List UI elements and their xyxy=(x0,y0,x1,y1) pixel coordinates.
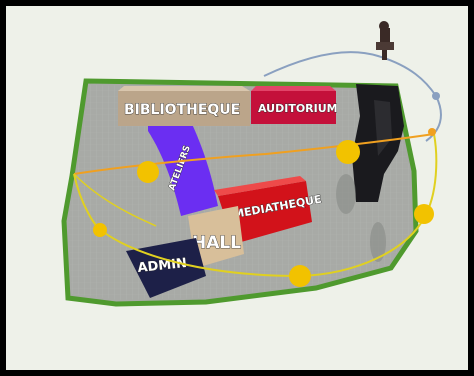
bibliotheque-block-top xyxy=(118,86,250,91)
node-blue xyxy=(432,92,440,100)
architecture-scene: ATELIERS BIBLIOTHEQUE AUDITORIUM MEDIATH… xyxy=(6,6,468,370)
node-5 xyxy=(414,204,434,224)
node-2 xyxy=(336,140,360,164)
auditorium-block-top xyxy=(251,86,336,91)
node-6 xyxy=(428,128,436,136)
label-bibliotheque: BIBLIOTHEQUE xyxy=(124,102,240,118)
person-figure xyxy=(376,21,394,60)
label-auditorium: AUDITORIUM xyxy=(258,102,338,115)
node-4 xyxy=(289,265,311,287)
node-3 xyxy=(93,223,107,237)
node-1 xyxy=(137,161,159,183)
label-hall: HALL xyxy=(192,233,241,253)
shadow-1 xyxy=(336,174,356,214)
scene-svg: ATELIERS BIBLIOTHEQUE AUDITORIUM MEDIATH… xyxy=(6,6,468,370)
